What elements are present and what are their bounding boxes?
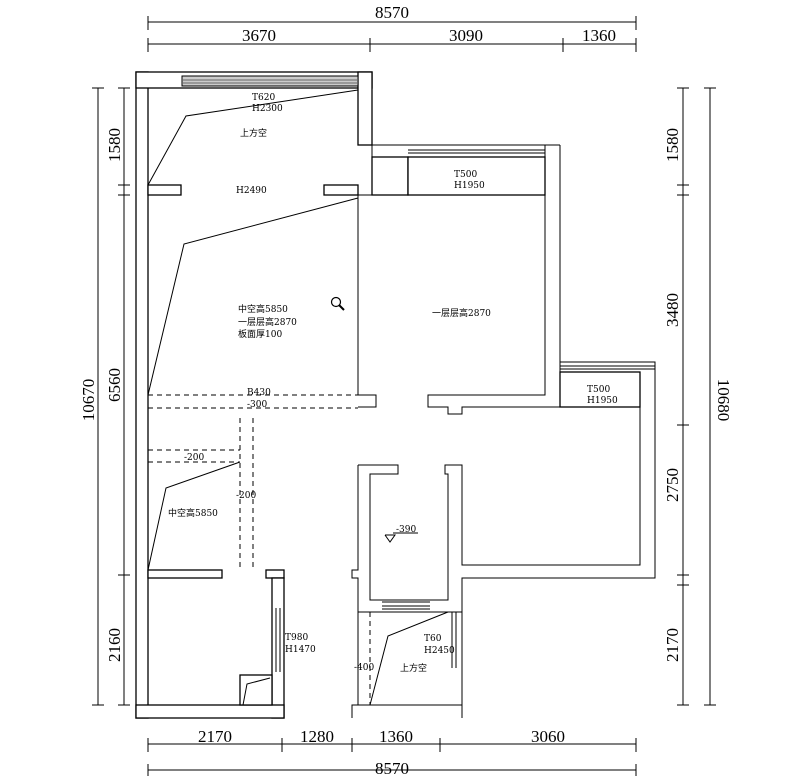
label-win2-t: T500 [454,170,477,180]
dim-top-total: 8570 [375,3,409,22]
label-level-200b: -200 [236,491,256,501]
label-beam: B430 [247,388,271,398]
level-change-lines [148,394,418,705]
label-win4-h: H1470 [285,645,316,655]
dim-right-total: 10680 [714,379,733,422]
label-win3-h: H1950 [587,396,618,406]
dim-top-2: 3090 [449,26,483,45]
label-window-h: H2300 [252,104,283,114]
dim-left-3: 2160 [105,628,124,662]
label-win3-t: T500 [587,385,610,395]
dim-bottom-3: 1360 [379,727,413,746]
label-slab: 板面厚100 [238,328,282,340]
dim-right-4: 2170 [663,628,682,662]
dim-left-total: 10670 [79,379,98,422]
label-level-200a: -200 [184,453,204,463]
annotations: T620 H2300 上方空 H2490 中空高5850 一层层高2870 板面… [168,93,618,674]
dim-left-1: 1580 [105,128,124,162]
label-room-floor-height: 一层层高2870 [432,307,491,319]
dim-top-1: 3670 [242,26,276,45]
windows [181,75,655,672]
label-void-top: 上方空 [240,127,267,139]
label-win5-t: T60 [424,634,442,644]
dim-bottom-1: 2170 [198,727,232,746]
dim-top-3: 1360 [582,26,616,45]
dim-right-2: 3480 [663,293,682,327]
label-floor-height: 一层层高2870 [238,316,297,328]
label-void-height-2: 中空高5850 [168,507,218,519]
label-level-400: -400 [354,663,374,673]
label-level-390: -390 [396,525,416,535]
dimension-lines [92,16,716,776]
label-win5-h: H2450 [424,646,455,656]
dim-bottom-4: 3060 [531,727,565,746]
dim-bottom-total: 8570 [375,759,409,776]
dim-right-3: 2750 [663,468,682,502]
label-win2-h: H1950 [454,181,485,191]
void-outlines [147,89,449,706]
label-window-t: T620 [252,93,275,103]
dim-left-2: 6560 [105,368,124,402]
label-void-height: 中空高5850 [238,303,288,315]
dim-bottom-2: 1280 [300,727,334,746]
dimension-texts: 8570 3670 3090 1360 2170 1280 1360 3060 … [79,3,733,776]
label-void-bottom: 上方空 [400,662,427,674]
label-door-h: H2490 [236,186,267,196]
label-level-300: -300 [247,400,267,410]
label-win4-t: T980 [285,633,308,643]
search-icon[interactable] [330,296,345,311]
dim-right-1: 1580 [663,128,682,162]
